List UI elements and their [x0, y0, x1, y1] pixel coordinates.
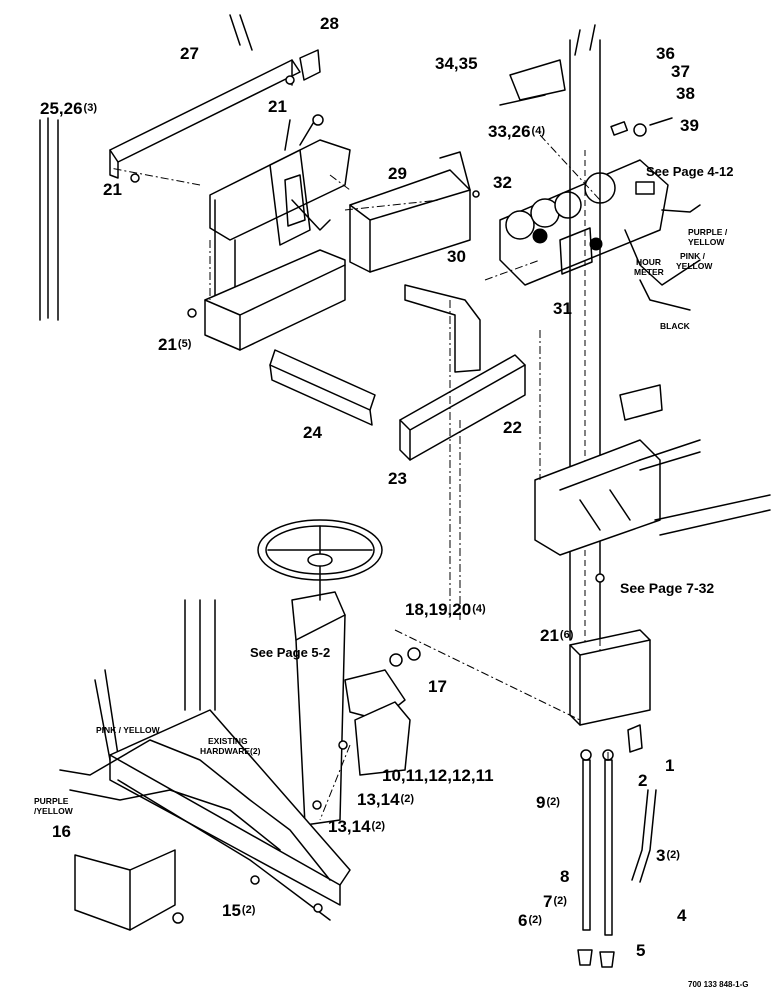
label-10-11-12: 10,11,12,12,11 [382, 766, 494, 785]
label-6-qty: (2) [528, 914, 542, 926]
steering-column-right [569, 39, 601, 700]
label-18-19-20-text: 18,19,20 [405, 600, 472, 619]
label-1: 1 [665, 756, 675, 775]
label-3: 3(2) [656, 847, 680, 864]
box-1 [569, 629, 651, 726]
frame-tube-left [39, 14, 253, 321]
label-7-qty: (2) [553, 895, 567, 907]
label-9-qty: (2) [546, 796, 560, 808]
wire-label-meter-2: METER [634, 267, 664, 277]
label-4: 4 [677, 906, 687, 925]
label-3-qty: (2) [666, 849, 680, 861]
label-7: 7(2) [543, 893, 567, 910]
label-13-14-b-qty: (2) [371, 820, 385, 832]
label-13-14-a: 13,14(2) [357, 791, 414, 808]
wire-label-purple-yellow-2: YELLOW [688, 237, 725, 247]
wire-label-pink-yellow-2: YELLOW [676, 261, 713, 271]
fasteners [130, 75, 605, 924]
label-13-14-b-text: 13,14 [328, 817, 371, 836]
label-2: 2 [638, 771, 648, 790]
label-21-d-text: 21 [540, 626, 559, 645]
label-6: 6(2) [518, 912, 542, 929]
label-5: 5 [636, 941, 646, 960]
label-17: 17 [428, 677, 447, 696]
label-18-19-20-qty: (4) [472, 603, 486, 615]
label-32: 32 [493, 173, 512, 192]
label-6-text: 6 [518, 911, 528, 930]
label-29: 29 [388, 164, 407, 183]
label-28: 28 [320, 14, 339, 33]
steering-wheel [257, 519, 383, 581]
label-33-26-qty: (4) [531, 125, 545, 137]
see-page-5-2: See Page 5-2 [250, 645, 331, 660]
mount-bracket [344, 647, 421, 776]
label-33-26: 33,26(4) [488, 123, 545, 140]
see-page-4-12: See Page 4-12 [646, 164, 734, 179]
label-21-b: 21 [103, 180, 122, 199]
label-33-26-text: 33,26 [488, 122, 531, 141]
label-31: 31 [553, 299, 572, 318]
label-3-text: 3 [656, 846, 666, 865]
label-22: 22 [503, 418, 522, 437]
wire-label-purple-yellow-1: PURPLE / [688, 227, 728, 237]
wire-label-black: BLACK [660, 321, 690, 331]
label-21-d-qty: (6) [559, 629, 574, 641]
label-24: 24 [303, 423, 322, 442]
label-7-text: 7 [543, 892, 553, 911]
wire-label-hour-1: HOUR [636, 257, 662, 267]
label-23: 23 [388, 469, 407, 488]
label-15-text: 15 [222, 901, 241, 920]
guard-16 [74, 849, 176, 931]
label-13-14-b: 13,14(2) [328, 818, 385, 835]
wire-label-existing-2: HARDWARE(2) [200, 746, 261, 756]
label-39: 39 [680, 116, 699, 135]
valve-assembly [534, 384, 771, 556]
console-support-bracket [209, 114, 351, 311]
label-9: 9(2) [536, 794, 560, 811]
label-25-26: 25,26(3) [40, 100, 97, 117]
leader-lines [109, 77, 609, 821]
label-21-a: 21 [268, 97, 287, 116]
wire-label-pink-yellow-1: PINK / [680, 251, 706, 261]
channel-24 [269, 349, 376, 426]
label-21-c-text: 21 [158, 335, 177, 354]
label-15-qty: (2) [241, 904, 256, 916]
floor-plate [204, 249, 346, 351]
label-9-text: 9 [536, 793, 546, 812]
steering-pedestal [291, 574, 346, 826]
bracket-30 [404, 284, 481, 373]
drawing-code: 700 133 848-1-G [688, 980, 749, 989]
plate-23 [399, 354, 526, 461]
lower-frame [94, 599, 351, 921]
wiring [59, 204, 701, 881]
angle-bar-27 [109, 49, 321, 179]
switch-bracket [499, 24, 673, 137]
label-30: 30 [447, 247, 466, 266]
label-18-19-20: 18,19,20(4) [405, 601, 486, 618]
cylinders [577, 724, 657, 968]
label-16: 16 [52, 822, 71, 841]
wire-label-existing-1: EXISTING [208, 736, 248, 746]
label-13-14-a-text: 13,14 [357, 790, 400, 809]
label-21-d: 21(6) [540, 627, 573, 644]
wire-label-pink-yellow-bottom: PINK / YELLOW [96, 725, 160, 735]
wire-label-purple-yellow-bottom-2: /YELLOW [34, 806, 73, 816]
label-38: 38 [676, 84, 695, 103]
label-25-26-text: 25,26 [40, 99, 83, 118]
label-15: 15(2) [222, 902, 255, 919]
label-36: 36 [656, 44, 675, 63]
wire-label-purple-yellow-bottom-1: PURPLE [34, 796, 69, 806]
label-13-14-a-qty: (2) [400, 793, 414, 805]
label-27: 27 [180, 44, 199, 63]
label-21-c-qty: (5) [177, 338, 192, 350]
label-21-c: 21(5) [158, 336, 191, 353]
label-34-35: 34,35 [435, 54, 478, 73]
label-37: 37 [671, 62, 690, 81]
label-8: 8 [560, 867, 570, 886]
see-page-7-32: See Page 7-32 [620, 580, 715, 596]
label-25-26-qty: (3) [83, 102, 97, 114]
